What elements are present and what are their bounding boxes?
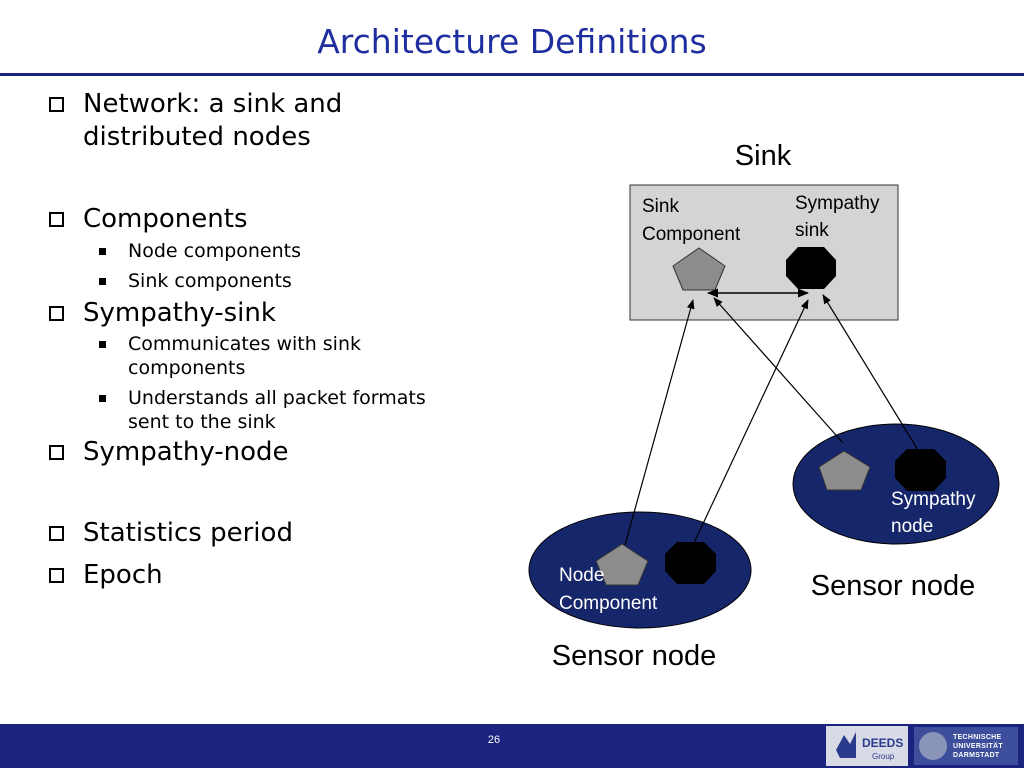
sink-title: Sink — [735, 140, 792, 172]
sympathy-node-octagon-right — [895, 449, 946, 491]
subbullet-node-components: Node components — [46, 239, 526, 263]
tu-logo-line: TECHNISCHE — [953, 733, 1002, 741]
tu-logo-line: UNIVERSITÄT — [953, 742, 1003, 750]
node-component-pentagon-right — [818, 450, 871, 491]
sensor-node-right-label: Sensor node — [811, 570, 975, 602]
title-divider — [0, 73, 1024, 76]
arrow-right-node-to-sympathy-sink — [822, 294, 919, 451]
bullet-text: Network: a sink and — [83, 89, 343, 119]
bullet-text: Statistics period — [83, 518, 293, 548]
arrow-left-node-to-sink-component — [624, 299, 695, 546]
subbullet-text: Understands all packet formats — [128, 387, 426, 409]
bullet-text: Components — [83, 204, 248, 234]
bullet-text: Epoch — [83, 560, 163, 590]
deeds-logo-subtext: Group — [872, 752, 895, 761]
checkbox-bullet-icon — [49, 306, 64, 321]
checkbox-bullet-icon — [49, 568, 64, 583]
tu-darmstadt-logo: TECHNISCHE UNIVERSITÄT DARMSTADT — [914, 727, 1018, 765]
subbullet-communicates: Communicates with sink components — [46, 332, 526, 380]
square-bullet-icon — [99, 341, 106, 348]
bullet-network: Network: a sink and distributed nodes — [46, 88, 526, 154]
sympathy-sink-octagon — [786, 247, 836, 289]
bullet-text: distributed nodes — [83, 122, 311, 152]
sympathy-node-octagon-left — [665, 542, 716, 584]
node-component-pentagon-left — [595, 543, 649, 586]
tu-logo-line: DARMSTADT — [953, 751, 1000, 759]
bullet-statistics-period: Statistics period — [46, 517, 526, 550]
square-bullet-icon — [99, 248, 106, 255]
square-bullet-icon — [99, 395, 106, 402]
subbullet-text: components — [128, 357, 246, 379]
square-bullet-icon — [99, 278, 106, 285]
node-component-label: Component — [559, 593, 658, 614]
bullet-components: Components — [46, 203, 526, 236]
bullet-sympathy-node: Sympathy-node — [46, 436, 526, 469]
subbullet-text: sent to the sink — [128, 411, 276, 433]
deeds-logo-text: DEEDS — [862, 736, 903, 750]
subbullet-text: Node components — [128, 240, 302, 262]
subbullet-understands: Understands all packet formats sent to t… — [46, 386, 526, 434]
node-component-label: Node — [559, 565, 604, 586]
sympathy-sink-label: Sympathy — [795, 193, 880, 214]
checkbox-bullet-icon — [49, 212, 64, 227]
bullet-text: Sympathy-sink — [83, 298, 276, 328]
page-number: 26 — [487, 734, 501, 746]
arrow-right-node-to-sink-component — [713, 297, 844, 444]
sink-box — [629, 184, 899, 321]
bullet-text: Sympathy-node — [83, 437, 289, 467]
slide-title: Architecture Definitions — [317, 22, 707, 61]
subbullet-text: Sink components — [128, 270, 292, 292]
bullet-sympathy-sink: Sympathy-sink — [46, 297, 526, 330]
bullet-epoch: Epoch — [46, 559, 526, 592]
university-seal-icon — [919, 732, 947, 760]
subbullet-text: Communicates with sink — [128, 333, 362, 355]
sympathy-sink-label: sink — [795, 220, 829, 241]
tu-logo-text: TECHNISCHE UNIVERSITÄT DARMSTADT — [953, 733, 1003, 760]
footer-bar: 26 DEEDS Group TECHNISCHE UNIVERSITÄT DA… — [0, 724, 1024, 768]
checkbox-bullet-icon — [49, 526, 64, 541]
arrow-left-node-to-sympathy-sink — [692, 299, 809, 546]
sink-component-pentagon — [672, 247, 726, 291]
bullet-list: Network: a sink and distributed nodes Co… — [46, 84, 526, 592]
checkbox-bullet-icon — [49, 445, 64, 460]
sensor-node-left-label: Sensor node — [552, 640, 716, 672]
deeds-logo: DEEDS Group — [826, 726, 908, 766]
sympathy-node-label: node — [891, 516, 933, 537]
subbullet-sink-components: Sink components — [46, 269, 526, 293]
checkbox-bullet-icon — [49, 97, 64, 112]
sympathy-node-label: Sympathy — [891, 489, 976, 510]
sink-component-label: Component — [642, 224, 741, 245]
sink-component-label: Sink — [642, 196, 679, 217]
